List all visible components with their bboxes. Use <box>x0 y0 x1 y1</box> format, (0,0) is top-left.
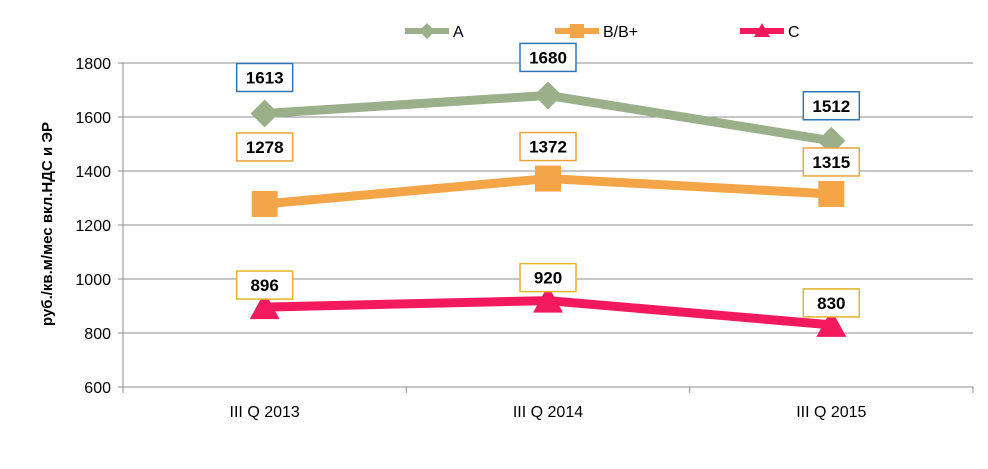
point-c <box>533 285 563 313</box>
legend-marker-b-b <box>570 24 584 38</box>
point-b-b <box>818 180 845 207</box>
y-tick-label: 1400 <box>75 164 111 181</box>
data-label-box <box>802 147 861 177</box>
legend-marker-c <box>754 23 770 37</box>
data-label-box <box>519 262 577 293</box>
data-label-box <box>802 91 861 121</box>
y-tick-label: 1600 <box>75 110 111 127</box>
data-label: 1372 <box>529 138 567 157</box>
data-label-box <box>235 270 294 300</box>
data-label: 1315 <box>812 153 850 172</box>
y-tick-label: 1800 <box>75 56 111 73</box>
legend-label-b-b: B/B+ <box>603 24 638 41</box>
data-label: 1278 <box>246 138 284 157</box>
data-label-box <box>519 131 577 162</box>
y-axis-label: руб./кв.м/мес вкл.НДС и ЭР <box>39 122 56 326</box>
point-a <box>534 81 562 110</box>
point-b-b <box>251 190 278 217</box>
data-label-box <box>519 42 577 73</box>
legend-marker-a <box>419 23 435 39</box>
data-label-box <box>235 62 294 93</box>
y-tick-label: 1200 <box>75 218 111 235</box>
data-label-box <box>802 288 861 318</box>
series-group <box>249 81 847 337</box>
point-a <box>250 99 279 128</box>
data-label: 830 <box>817 294 845 313</box>
data-labels: 1613 1680 1512 1278 1372 1315 896 920 830 <box>235 42 861 318</box>
data-label: 896 <box>250 276 278 295</box>
x-tick-label: III Q 2013 <box>230 404 300 421</box>
y-tick-label: 1000 <box>75 272 111 289</box>
data-label: 1680 <box>529 48 567 67</box>
data-label: 1512 <box>812 97 850 116</box>
y-tick-label: 600 <box>84 380 111 397</box>
data-label-box <box>235 132 294 162</box>
legend-label-c: C <box>788 24 800 41</box>
point-c <box>816 309 847 337</box>
x-tick-labels: III Q 2013 III Q 2014 III Q 2015 <box>230 404 867 421</box>
x-tick-label: III Q 2015 <box>796 404 866 421</box>
legend: A B/B+ C <box>405 23 800 41</box>
legend-label-a: A <box>453 24 464 41</box>
x-tick-label: III Q 2014 <box>513 404 583 421</box>
point-b-b <box>535 165 561 192</box>
y-tick-labels: 600 800 1000 1200 1400 1600 1800 <box>75 56 123 397</box>
data-label: 1613 <box>246 68 284 87</box>
point-c <box>249 292 280 320</box>
y-tick-label: 800 <box>84 326 111 343</box>
data-label: 920 <box>534 269 562 288</box>
